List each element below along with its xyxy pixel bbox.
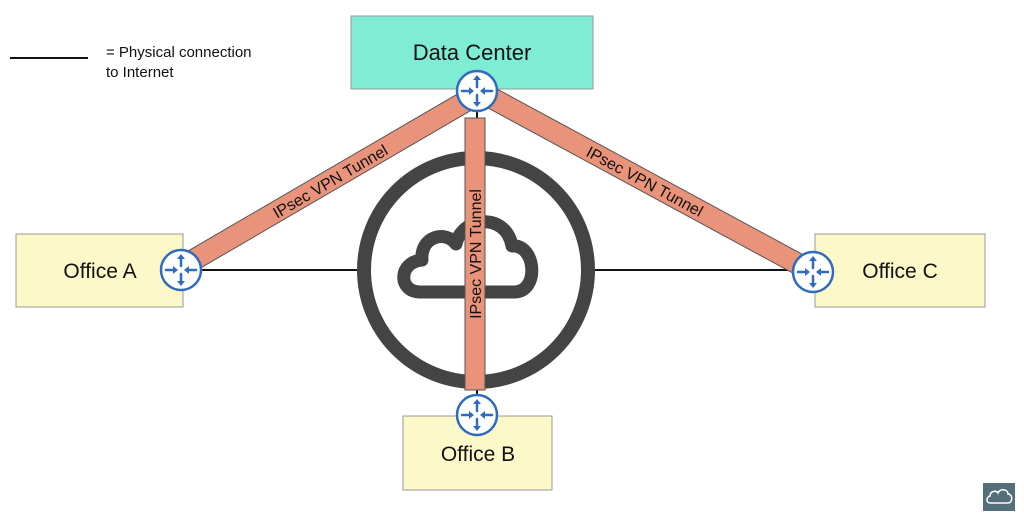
cloud-icon	[397, 215, 539, 299]
legend-text-1: = Physical connection	[106, 44, 252, 61]
router-office-b-icon	[455, 393, 499, 437]
data-center-label: Data Center	[413, 40, 532, 65]
legend-text-2: to Internet	[106, 64, 174, 81]
tunnel-b: IPsec VPN Tunnel	[464, 117, 486, 391]
router-data-center-icon	[455, 69, 499, 113]
router-office-c-icon	[791, 250, 835, 294]
office-a-box	[15, 233, 184, 308]
office-b-label: Office B	[441, 443, 515, 466]
tunnel-c-label: IPsec VPN Tunnel	[583, 144, 705, 221]
router-office-a-icon	[159, 248, 203, 292]
tunnel-a-label: IPsec VPN Tunnel	[270, 142, 391, 222]
office-c-box	[814, 233, 986, 308]
channel-logo-icon	[983, 483, 1015, 511]
office-a-label: Office A	[63, 260, 136, 283]
tunnel-b-label: IPsec VPN Tunnel	[468, 189, 485, 319]
office-c-label: Office C	[862, 260, 937, 283]
